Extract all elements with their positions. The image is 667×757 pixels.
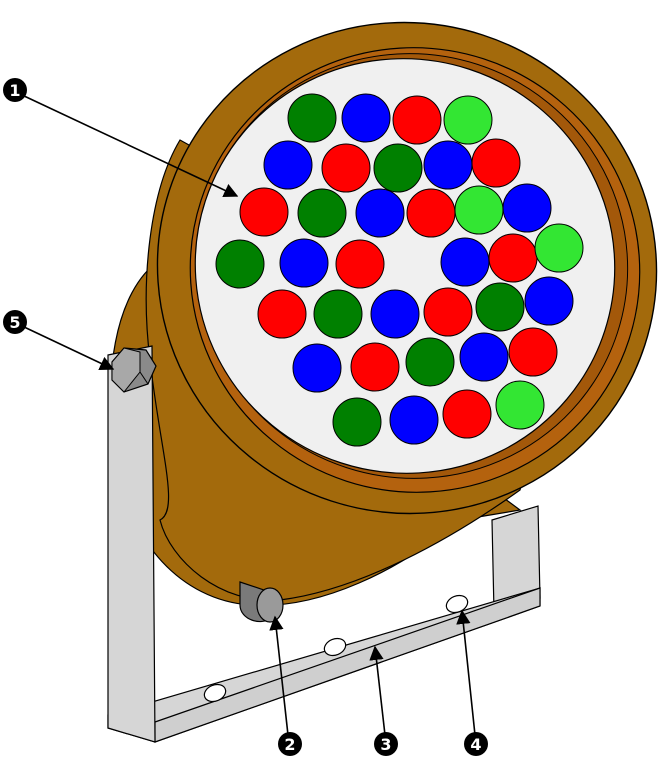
led-light-green (444, 96, 492, 144)
led-green (333, 398, 381, 446)
callout-3-label: 3 (380, 735, 391, 754)
led-red (322, 144, 370, 192)
led-red (351, 343, 399, 391)
led-green (298, 189, 346, 237)
callout-5-badge: 5 (3, 310, 27, 334)
callout-4-label: 4 (470, 735, 481, 754)
callout-2-label: 2 (284, 735, 295, 754)
led-green (216, 240, 264, 288)
led-blue (342, 94, 390, 142)
led-blue (424, 141, 472, 189)
led-red (336, 240, 384, 288)
led-blue (356, 189, 404, 237)
callout-arrow-5 (22, 326, 113, 369)
led-blue (371, 290, 419, 338)
led-red (393, 96, 441, 144)
led-green (374, 144, 422, 192)
led-green (288, 94, 336, 142)
callout-4-badge: 4 (464, 732, 488, 756)
housing (94, 0, 667, 605)
led-red (443, 390, 491, 438)
callout-1-label: 1 (9, 81, 20, 100)
led-red (424, 288, 472, 336)
led-blue (525, 277, 573, 325)
led-light-green (496, 381, 544, 429)
led-red (240, 188, 288, 236)
led-red (472, 139, 520, 187)
led-blue (264, 141, 312, 189)
callout-3-badge: 3 (374, 732, 398, 756)
led-green (476, 283, 524, 331)
led-red (509, 328, 557, 376)
led-red (407, 189, 455, 237)
callout-1-badge: 1 (3, 78, 27, 102)
callout-2-badge: 2 (278, 732, 302, 756)
led-light-green (455, 186, 503, 234)
led-blue (503, 184, 551, 232)
led-blue (390, 396, 438, 444)
callout-5-label: 5 (9, 313, 20, 332)
led-blue (293, 344, 341, 392)
bracket-left-arm (108, 346, 155, 742)
led-green (406, 338, 454, 386)
led-blue (460, 333, 508, 381)
bracket-front-arm-group (108, 346, 156, 742)
led-green (314, 290, 362, 338)
led-red (489, 234, 537, 282)
led-red (258, 290, 306, 338)
led-blue (441, 238, 489, 286)
bracket-bottom-face (155, 588, 540, 742)
led-light-green (535, 224, 583, 272)
led-blue (280, 239, 328, 287)
